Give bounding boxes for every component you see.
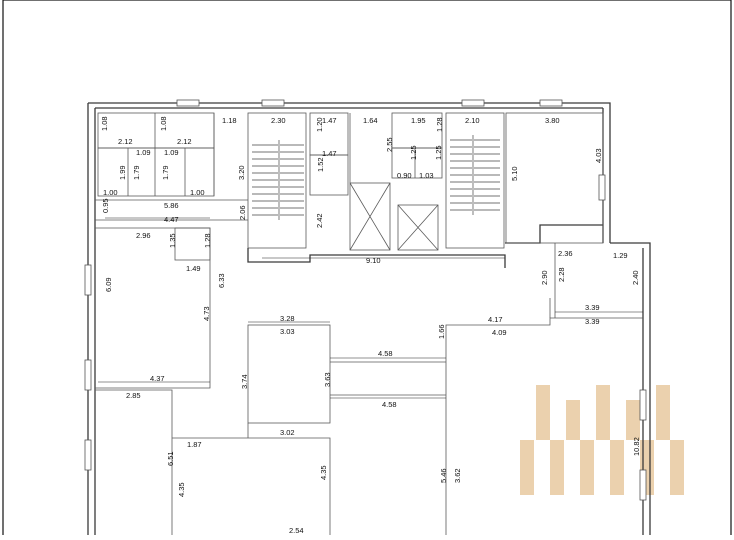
dim-label: 3.28: [280, 314, 295, 323]
dim-label: 1.29: [613, 251, 628, 260]
dim-label: 4.58: [382, 400, 397, 409]
dim-label: 2.28: [557, 267, 566, 282]
dim-label: 3.63: [323, 372, 332, 387]
dim-label: 1.28: [203, 233, 212, 248]
dim-label: 1.18: [222, 116, 237, 125]
dim-label: 2.12: [118, 137, 133, 146]
dim-label: 4.17: [488, 315, 503, 324]
dim-label: 1.47: [322, 116, 337, 125]
room-right-upper: [505, 112, 604, 244]
dim-label: 2.10: [465, 116, 480, 125]
dim-label: 1.08: [100, 116, 109, 131]
dim-label: 1.49: [186, 264, 201, 273]
dim-label: 4.09: [492, 328, 507, 337]
dim-label: 1.03: [419, 171, 434, 180]
dim-label: 2.90: [540, 270, 549, 285]
dim-label: 3.62: [453, 468, 462, 483]
wc-block: [95, 112, 248, 221]
dim-label: 0.95: [101, 198, 110, 213]
dim-label: 1.95: [411, 116, 426, 125]
dim-label: 3.74: [240, 374, 249, 389]
dim-label: 1.00: [103, 188, 118, 197]
dim-label: 4.73: [202, 306, 211, 321]
stair-left: [247, 112, 307, 249]
dim-label: 1.35: [168, 233, 177, 248]
core-walls: [247, 224, 603, 268]
dim-label: 3.03: [280, 327, 295, 336]
dim-label: 1.99: [118, 165, 127, 180]
dim-label: 1.79: [132, 165, 141, 180]
dim-label: 4.35: [177, 482, 186, 497]
dim-label: 2.42: [315, 213, 324, 228]
room-middle: [247, 243, 643, 540]
dim-label: 6.33: [217, 273, 226, 288]
dim-label: 4.37: [150, 374, 165, 383]
dim-label: 1.00: [190, 188, 205, 197]
dim-label: 3.20: [237, 165, 246, 180]
windows: [84, 99, 647, 501]
dim-label: 2.12: [177, 137, 192, 146]
dim-label: 1.79: [161, 165, 170, 180]
dim-label: 2.54: [289, 526, 304, 535]
dim-label: 1.47: [322, 149, 337, 158]
dim-label: 1.09: [136, 148, 151, 157]
dim-label: 5.10: [510, 166, 519, 181]
dim-label: 1.09: [164, 148, 179, 157]
dim-label: 3.39: [585, 303, 600, 312]
dim-label: 1.08: [159, 116, 168, 131]
dim-label: 0.90: [397, 171, 412, 180]
dim-label: 2.40: [631, 270, 640, 285]
dim-label: 2.36: [558, 249, 573, 258]
dim-label: 3.80: [545, 116, 560, 125]
dim-label: 6.51: [166, 451, 175, 466]
dim-label: 1.20: [315, 117, 324, 132]
dim-label: 1.87: [187, 440, 202, 449]
room-left-office: [95, 227, 211, 389]
dim-label: 4.47: [164, 215, 179, 224]
core-lobby: [309, 112, 443, 251]
dim-label: 2.85: [126, 391, 141, 400]
dim-label: 5.46: [439, 468, 448, 483]
dim-label: 9.10: [366, 256, 381, 265]
dim-label: 1.52: [316, 157, 325, 172]
dim-label: 10.82: [632, 437, 641, 456]
dim-label: 6.09: [104, 277, 113, 292]
dim-label: 3.39: [585, 317, 600, 326]
dim-label: 2.30: [271, 116, 286, 125]
dim-label: 2.06: [238, 205, 247, 220]
dim-label: 1.64: [363, 116, 378, 125]
dim-label: 4.58: [378, 349, 393, 358]
dim-label: 1.28: [435, 117, 444, 132]
dim-label: 1.25: [409, 145, 418, 160]
dim-label: 2.55: [385, 137, 394, 152]
dim-label: 5.86: [164, 201, 179, 210]
dim-label: 3.02: [280, 428, 295, 437]
dim-label: 2.96: [136, 231, 151, 240]
dim-label: 4.03: [594, 148, 603, 163]
dim-label: 1.25: [434, 145, 443, 160]
watermark-logo: [520, 385, 684, 495]
dim-label: 1.66: [437, 324, 446, 339]
dim-label: 4.35: [319, 465, 328, 480]
stair-right: [445, 112, 505, 249]
dimension-lines: [98, 217, 643, 399]
dimension-labels: 1.08 1.08 2.12 2.12 1.18 1.09 1.09 1.99 …: [100, 116, 641, 535]
room-lower: [95, 389, 331, 540]
